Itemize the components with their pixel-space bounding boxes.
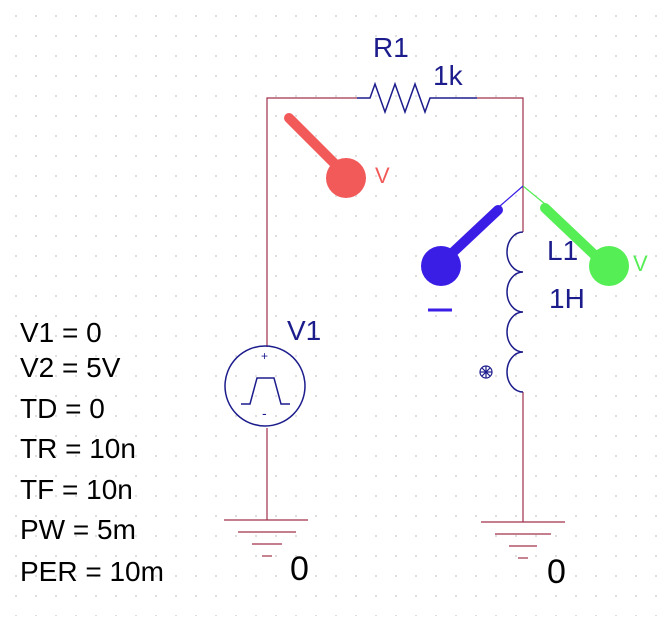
ground-left-label: 0 [290,550,309,588]
l1-value-label: 1H [549,283,585,314]
voltage-probe-purple[interactable] [421,205,503,312]
probe-green-label: V [633,251,648,276]
voltage-probe-red[interactable]: V [284,113,390,198]
probe-red-label: V [375,163,390,188]
ground-left[interactable]: 0 [224,519,309,588]
ground-right-label: 0 [547,553,566,591]
v1-param-td: TD = 0 [20,393,105,424]
probe-purple-head-icon [421,246,461,286]
probe-green-head-icon [589,246,629,286]
probe-purple-lead [499,185,524,207]
source-plus-icon: + [261,349,268,363]
inductor-phase-dot-icon [479,365,493,379]
probe-green-stick [540,203,607,267]
v1-param-pw: PW = 5m [20,514,136,545]
source-circle [224,345,306,427]
v1-name-label: V1 [287,315,321,346]
v1-parameters: V1 = 0 V2 = 5V TD = 0 TR = 10n TF = 10n … [20,317,164,587]
ground-right[interactable]: 0 [481,521,566,591]
v1-param-tr: TR = 10n [20,433,136,464]
r1-value-label: 1k [433,60,464,91]
wires [266,97,524,522]
inductor-coil [506,231,524,393]
wire-top-left[interactable] [266,97,357,347]
pulse-waveform-icon [241,377,290,405]
probe-red-head-icon [326,158,366,198]
source-minus-icon: - [262,405,267,421]
probe-green-lead [522,185,546,205]
v1-param-v2: V2 = 5V [20,352,121,383]
voltage-source-v1[interactable]: + - V1 [224,315,321,427]
wire-top-right[interactable] [477,97,524,232]
resistor-r1[interactable]: R1 1k [357,32,477,115]
v1-param-tf: TF = 10n [20,474,133,505]
r1-name-label: R1 [373,32,409,63]
v1-param-v1: V1 = 0 [20,317,102,348]
inductor-l1[interactable]: L1 1H [479,231,585,393]
v1-param-per: PER = 10m [20,556,164,587]
probe-purple-stick [444,205,503,261]
resistor-zigzag [357,81,477,115]
voltage-probe-green[interactable]: V [540,203,648,286]
